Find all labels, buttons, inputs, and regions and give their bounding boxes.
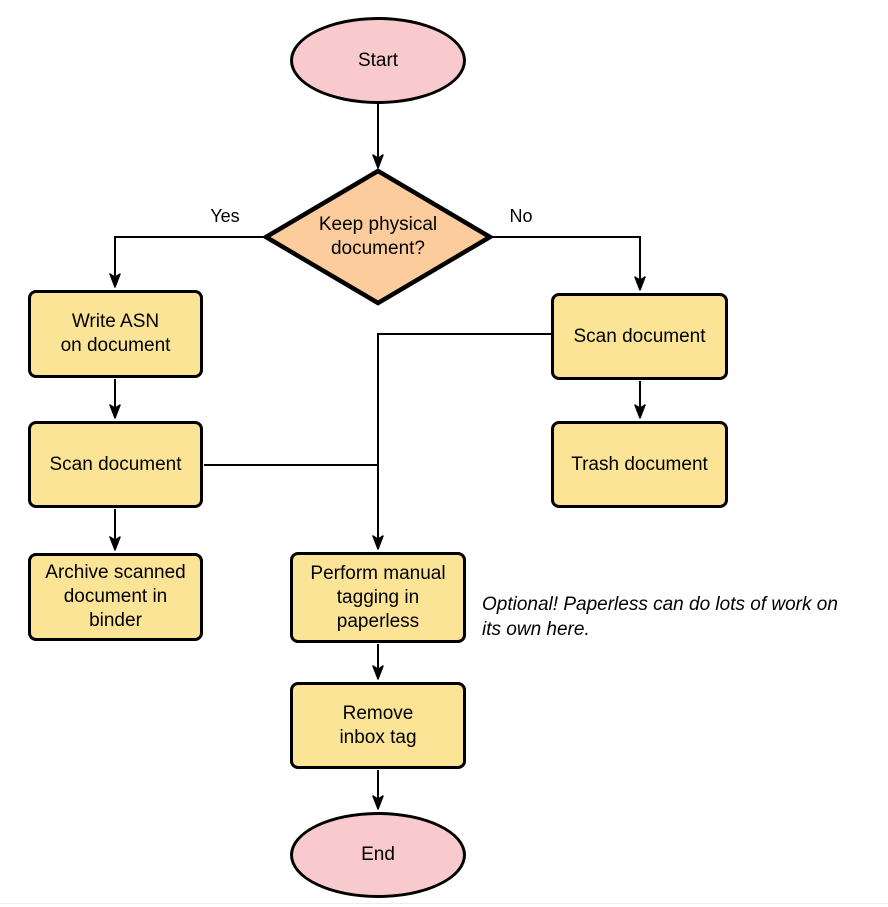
- node-remove-inbox-tag: Remove inbox tag: [290, 682, 466, 769]
- node-archive-document-label: Archive scanned document in binder: [45, 562, 186, 631]
- node-trash-document: Trash document: [551, 421, 728, 508]
- edge-decision-no: [490, 236, 646, 291]
- optional-note: Optional! Paperless can do lots of work …: [482, 594, 838, 640]
- node-write-asn: Write ASN on document: [28, 290, 203, 378]
- node-decision-label-box: Keep physical document?: [288, 206, 468, 268]
- node-scan-document-right: Scan document: [551, 293, 728, 380]
- node-end-label: End: [361, 844, 395, 865]
- node-manual-tagging-label: Perform manual tagging in paperless: [310, 562, 446, 632]
- node-archive-document: Archive scanned document in binder: [28, 553, 203, 641]
- node-start-label: Start: [357, 49, 399, 71]
- edge-scanright-to-tagging: [372, 333, 551, 550]
- node-end: End: [290, 812, 466, 898]
- node-write-asn-label: Write ASN on document: [60, 311, 171, 356]
- bottom-divider: [0, 903, 888, 904]
- edge-label-yes: Yes: [210, 206, 240, 226]
- node-scan-document-right-label: Scan document: [573, 325, 706, 347]
- edge-label-no: No: [509, 206, 533, 226]
- node-decision-label: Keep physical document?: [318, 214, 438, 259]
- node-decision-shape: [261, 168, 495, 306]
- node-manual-tagging: Perform manual tagging in paperless: [290, 552, 466, 643]
- edge-decision-yes: [109, 236, 266, 288]
- node-remove-inbox-tag-label: Remove inbox tag: [339, 702, 417, 748]
- node-scan-document-left-label: Scan document: [49, 453, 182, 475]
- node-start: Start: [290, 17, 466, 104]
- node-scan-document-left: Scan document: [28, 421, 203, 508]
- node-trash-document-label: Trash document: [571, 453, 708, 475]
